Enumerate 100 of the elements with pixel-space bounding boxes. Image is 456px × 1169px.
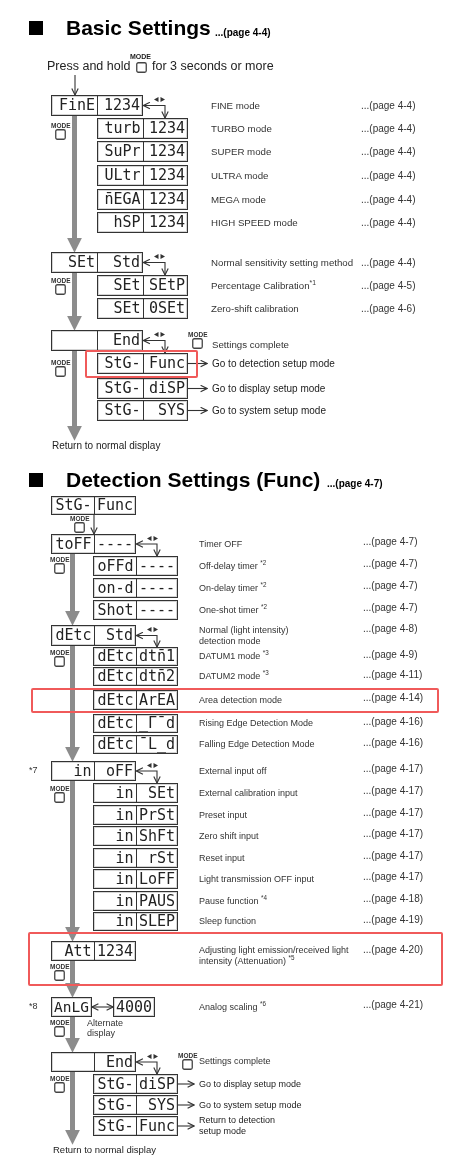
arrow <box>65 554 80 626</box>
page-reference: ...(page 4-7) <box>327 478 383 490</box>
double-arrow <box>135 631 161 648</box>
lcd-display <box>51 1052 136 1072</box>
highlight-frame <box>85 350 198 378</box>
display-text: dEtc <box>96 715 135 732</box>
display-text: SYS <box>142 401 187 420</box>
action-text: Go to detection setup mode <box>212 357 372 370</box>
display-text: Std <box>93 626 135 645</box>
description-text: External calibration input <box>199 787 298 799</box>
action-text: Return to normal display <box>52 440 182 452</box>
lcd-display <box>97 165 188 186</box>
page-reference: ...(page 4-17) <box>363 807 424 819</box>
display-text: Func <box>142 354 187 373</box>
lcd-display <box>97 141 188 162</box>
page-reference: ...(page 4-7) <box>363 558 418 570</box>
display-text: End <box>93 1053 135 1071</box>
page-reference: ...(page 4-17) <box>363 785 424 797</box>
arrow <box>65 1017 80 1053</box>
description-text: Off-delay timer $^{*2}$ <box>199 560 267 572</box>
lcd-display <box>93 735 178 754</box>
display-text: Func <box>93 497 135 514</box>
display-text: PAUS <box>135 892 177 910</box>
page-reference: ...(page 4-14) <box>363 692 424 704</box>
description-text: Settings complete <box>212 339 289 350</box>
display-text: Func <box>135 1117 177 1135</box>
section-heading: Detection Settings (Func) <box>66 468 321 492</box>
page-reference: ...(page 4-4) <box>361 145 416 158</box>
action-text: Return to detection setup mode <box>199 1115 289 1137</box>
display-text: StG- <box>103 401 142 420</box>
action-text: Return to normal display <box>53 1144 173 1156</box>
page-reference: ...(page 4-18) <box>363 893 424 905</box>
display-text: 1234 <box>142 166 187 185</box>
display-text: toFF <box>54 535 93 553</box>
display-text: ---- <box>135 579 177 597</box>
display-text: ¯L_d <box>135 736 177 753</box>
lcd-display <box>93 1074 178 1094</box>
page-reference: ...(page 4-17) <box>363 871 424 883</box>
lcd-display <box>93 805 178 825</box>
arrow <box>187 406 208 415</box>
lcd-display <box>93 891 178 911</box>
arrow <box>177 1122 195 1130</box>
page-reference: ...(page 4-17) <box>363 850 424 862</box>
lcd-display <box>93 714 178 733</box>
display-text: SYS <box>135 1096 177 1114</box>
description-text: On-delay timer $^{*2}$ <box>199 582 267 594</box>
page-reference: ...(page 4-4) <box>361 169 416 182</box>
display-text: Std <box>97 253 142 272</box>
description-text: Light transmission OFF input <box>199 873 315 885</box>
display-text: 1234 <box>142 119 187 138</box>
page-reference: ...(page 4-7) <box>363 580 418 592</box>
display-text: SEt <box>112 276 142 295</box>
double-arrow <box>135 767 161 784</box>
page-reference: ...(page 4-4) <box>215 27 271 39</box>
display-text: SEt <box>112 299 142 318</box>
display-text: in <box>114 827 135 845</box>
page-reference: ...(page 4-21) <box>363 999 424 1011</box>
arrow <box>177 1101 195 1109</box>
description-text: Settings complete <box>199 1056 271 1067</box>
display-text: StG- <box>103 354 142 373</box>
lcd-display <box>93 848 178 868</box>
lcd-display <box>51 95 143 116</box>
display-text: n̄EGA <box>103 190 142 209</box>
page-reference: ...(page 4-17) <box>363 828 424 840</box>
display-text: dEtc <box>96 691 135 709</box>
page-reference: ...(page 4-4) <box>361 99 416 112</box>
footnote-mark: *8 <box>29 1001 38 1012</box>
display-text: dtn̄2 <box>135 668 177 685</box>
display-text: in <box>114 870 135 888</box>
description-text: DATUM2 mode $^{*3}$ <box>199 671 269 682</box>
page-reference: ...(page 4-7) <box>363 536 418 548</box>
lcd-display <box>93 826 178 846</box>
display-text: SuPr <box>103 142 142 161</box>
lcd-display <box>93 578 178 598</box>
description-text: Sleep function <box>199 916 257 927</box>
action-text: Go to display setup mode <box>199 1078 349 1090</box>
page-reference: ...(page 4-16) <box>363 715 424 728</box>
lcd-display <box>93 912 178 931</box>
description-text: Reset input <box>199 852 245 864</box>
display-text: dEtc <box>96 668 135 685</box>
lcd-display <box>97 353 188 374</box>
description-text: SUPER mode <box>211 146 272 157</box>
lcd-display <box>97 298 188 319</box>
lcd-display <box>93 869 178 889</box>
display-text: AnLG <box>53 998 90 1016</box>
display-text: on-d <box>96 579 135 597</box>
display-text: in <box>114 913 135 930</box>
display-text: SLEP <box>135 913 177 930</box>
display-text: SEtP <box>142 276 187 295</box>
description-text: Timer OFF <box>199 538 243 550</box>
display-text: Shot <box>96 601 135 619</box>
page-reference: ...(page 4-16) <box>363 736 424 749</box>
lcd-display <box>51 330 143 351</box>
display-text: _Γ¯d <box>135 715 177 732</box>
double-arrow <box>135 1058 161 1075</box>
lcd-display <box>93 783 178 803</box>
lcd-display <box>51 252 143 273</box>
display-text: in <box>72 762 93 780</box>
arrow <box>67 116 82 253</box>
display-text: Att <box>63 942 93 960</box>
